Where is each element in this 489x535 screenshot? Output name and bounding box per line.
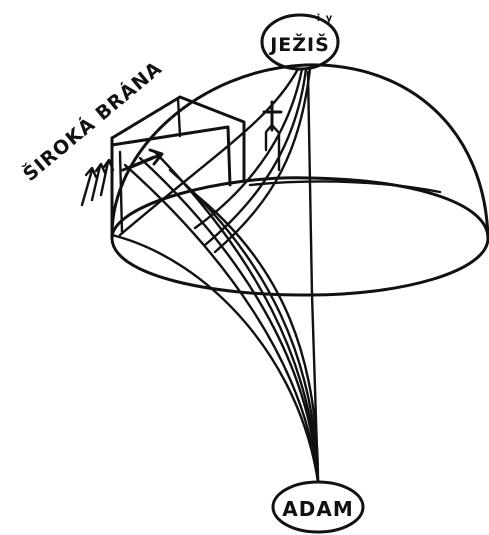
path-adam-5 — [170, 170, 318, 482]
dome-axis — [308, 72, 312, 295]
path-adam-2 — [125, 165, 318, 482]
arrow-1 — [82, 168, 96, 205]
wide-gate-label: ŠIROKÁ BRÁNA — [18, 56, 167, 186]
path-adam-4 — [155, 152, 318, 482]
path-jesus-1 — [195, 69, 302, 228]
gate-side-line — [178, 98, 180, 136]
jesus-node: JEŽIŠ i y — [262, 13, 338, 69]
jesus-superscript: i y — [317, 13, 333, 24]
jesus-label: JEŽIŠ — [268, 32, 330, 56]
adam-to-gate-paths — [112, 152, 318, 482]
dome-arc — [112, 65, 488, 238]
path-jesus-2 — [205, 69, 306, 245]
adam-label: ADAM — [282, 497, 353, 521]
path-adam-6 — [190, 190, 318, 482]
dome-base-inner-line — [250, 181, 440, 192]
adam-node: ADAM — [273, 482, 363, 532]
